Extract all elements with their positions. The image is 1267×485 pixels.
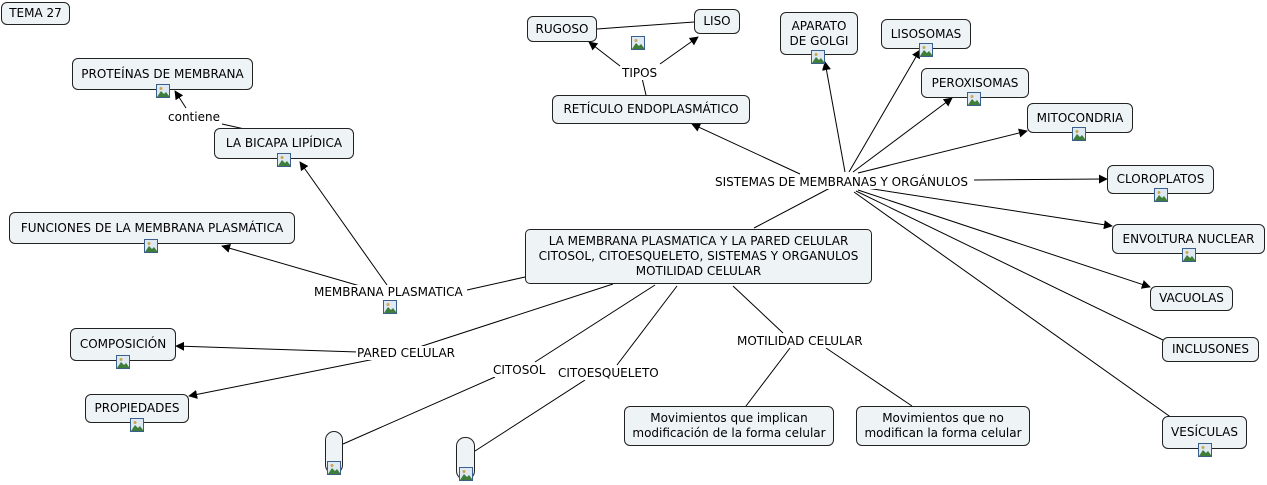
image-resource-icon[interactable] [277,153,291,167]
link-center-pared [409,283,614,351]
image-resource-icon[interactable] [919,43,933,57]
mov-forma-line-2: modificación de la forma celular [632,426,826,440]
link-contiene-proteinas [174,90,187,109]
bicapa-label: LA BICAPA LIPÍDICA [225,136,343,150]
link-membrana-funciones [221,243,361,287]
golgi-label-line-2: DE GOLGI [789,33,849,48]
link-label-sistemas: SISTEMAS DE MEMBRANAS Y ORGÁNULOS [714,175,970,189]
link-label-pared-celular: PARED CELULAR [356,346,456,360]
link-center-membrana [466,276,526,291]
rugoso-label: RUGOSO [535,21,589,36]
link-pared-composicion [175,341,359,353]
link-sistemas-inclusiones [855,190,1164,341]
rugoso-node[interactable]: RUGOSO [527,16,597,42]
mov-forma-node[interactable]: Movimientos que implican modificación de… [624,406,834,446]
image-resource-icon[interactable] [1182,248,1196,262]
composicion-label: COMPOSICIÓN [79,337,167,351]
vesiculas-label: VESÍCULAS [1171,425,1238,439]
funciones-label: FUNCIONES DE LA MEMBRANA PLASMÁTICA [20,220,284,235]
propiedades-node[interactable]: PROPIEDADES [85,394,189,423]
mov-no-forma-line-1: Movimientos que no [882,411,1004,425]
link-label-membrana-plasmatica: MEMBRANA PLASMATICA [313,285,464,299]
link-label-tipos: TIPOS [621,66,659,80]
cloroplatos-label: CLOROPLATOS [1116,172,1205,186]
link-label-motilidad: MOTILIDAD CELULAR [736,334,864,348]
link-sistemas-cloroplatos [973,174,1108,184]
liso-label: LISO [703,14,731,28]
inclusiones-node[interactable]: INCLUSONES [1162,337,1259,362]
proteinas-node[interactable]: PROTEÍNAS DE MEMBRANA [72,58,253,90]
central-topic-node[interactable]: LA MEMBRANA PLASMATICA Y LA PARED CELULA… [525,229,872,284]
link-motilidad-noforma [825,347,913,407]
link-label-citoesqueleto: CITOESQUELETO [557,366,660,380]
image-resource-icon[interactable] [811,50,825,64]
link-pared-propiedades [188,357,381,399]
link-label-contiene: contiene [167,110,221,124]
propiedades-label: PROPIEDADES [94,401,180,415]
reticulo-node[interactable]: RETÍCULO ENDOPLASMÁTICO [552,95,750,124]
golgi-node[interactable]: APARATO DE GOLGI [780,12,858,55]
image-resource-icon[interactable] [1072,127,1086,141]
image-resource-icon[interactable] [327,461,341,475]
proteinas-label: PROTEÍNAS DE MEMBRANA [81,66,244,81]
link-sistemas-lisosomas [848,49,921,173]
link-citosol-empty [342,376,496,445]
link-sistemas-golgi [822,61,846,173]
link-sistemas-mitocondria [857,128,1028,174]
mov-no-forma-line-2: modifican la forma celular [864,426,1022,440]
link-center-sistemas [753,187,831,229]
central-topic-line-3: MOTILIDAD CELULAR [635,264,762,278]
peroxisomas-node[interactable]: PEROXISOMAS [921,68,1029,98]
image-resource-icon[interactable] [631,36,645,50]
link-reticulo-tipos [641,77,647,96]
link-sistemas-envoltura [859,186,1113,230]
link-rugoso-liso [596,21,695,30]
link-sistemas-vesiculas [853,191,1173,419]
image-resource-icon[interactable] [383,300,397,314]
topic-tag-node[interactable]: TEMA 27 [1,2,70,25]
central-topic-line-1: LA MEMBRANA PLASMATICA Y LA PARED CELULA… [548,234,849,248]
vacuolas-node[interactable]: VACUOLAS [1150,286,1233,311]
link-center-citoesqueleto [616,285,678,366]
vacuolas-label: VACUOLAS [1159,291,1224,305]
link-center-citosol [534,284,656,363]
image-resource-icon[interactable] [967,92,981,106]
golgi-label-line-1: APARATO [791,18,847,33]
topic-tag-label: TEMA 27 [9,6,62,20]
mitocondria-label: MITOCONDRIA [1036,110,1124,125]
mov-no-forma-node[interactable]: Movimientos que no modifican la forma ce… [856,406,1030,446]
liso-node[interactable]: LISO [694,9,740,34]
image-resource-icon[interactable] [116,355,130,369]
image-resource-icon[interactable] [459,467,473,481]
lisosomas-label: LISOSOMAS [890,26,962,41]
image-resource-icon[interactable] [144,239,158,253]
link-tipos-liso [659,36,699,65]
link-sistemas-peroxisomas [852,97,953,173]
inclusiones-label: INCLUSONES [1171,342,1249,356]
link-tipos-rugoso [588,41,621,67]
link-center-motilidad [732,285,784,334]
link-citoesqueleto-empty [474,379,586,452]
central-topic-line-2: CITOSOL, CITOESQUELETO, SISTEMAS Y ORGAN… [538,249,859,263]
envoltura-label: ENVOLTURA NUCLEAR [1122,231,1255,246]
link-sistemas-reticulo [691,123,801,175]
composicion-node[interactable]: COMPOSICIÓN [70,328,176,361]
link-sistemas-vacuolas [857,189,1151,289]
mov-forma-line-1: Movimientos que implican [650,411,808,425]
reticulo-label: RETÍCULO ENDOPLASMÁTICO [563,102,739,116]
funciones-node[interactable]: FUNCIONES DE LA MEMBRANA PLASMÁTICA [9,212,295,244]
image-resource-icon[interactable] [130,418,144,432]
peroxisomas-label: PEROXISOMAS [931,75,1019,90]
image-resource-icon[interactable] [156,84,170,98]
link-motilidad-forma [745,347,791,407]
link-label-citosol: CITOSOL [492,363,547,377]
link-membrana-bicapa [299,161,388,286]
image-resource-icon[interactable] [1198,443,1212,457]
image-resource-icon[interactable] [1154,188,1168,202]
